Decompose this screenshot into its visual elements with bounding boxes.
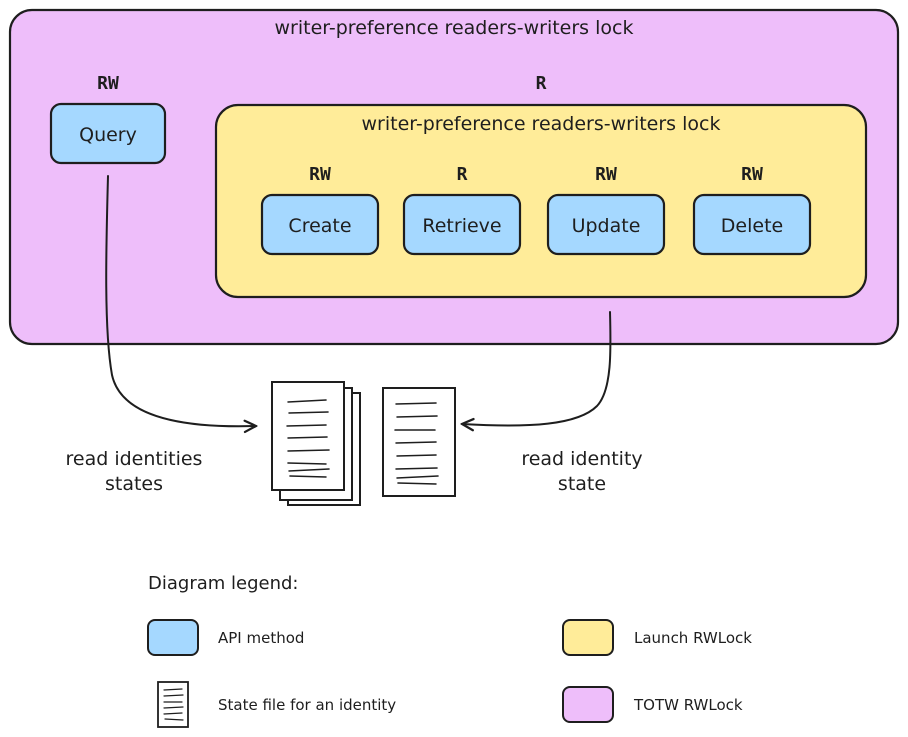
update-button[interactable]: Update: [546, 193, 666, 256]
create-access-label: RW: [309, 164, 331, 185]
retrieve-access-label: R: [457, 164, 468, 185]
delete-access-label: RW: [741, 164, 763, 185]
legend-api-label: API method: [218, 629, 304, 647]
read-identity-label-line1: read identity: [521, 448, 642, 470]
query-button[interactable]: Query: [49, 102, 167, 165]
query-access-label: RW: [97, 73, 119, 94]
read-identities-label-line1: read identities: [66, 448, 203, 470]
create-button[interactable]: Create: [260, 193, 380, 256]
query-to-states-arrow: [105, 175, 256, 426]
legend-launch-swatch: [562, 619, 614, 656]
query-button-label: Query: [79, 124, 137, 146]
retrieve-button-label: Retrieve: [422, 215, 501, 237]
read-identities-label-line2: states: [105, 473, 163, 495]
legend-api-swatch: [147, 619, 199, 656]
single-state-file-icon: [382, 387, 456, 497]
update-access-label: RW: [595, 164, 617, 185]
outer-lock-title: writer-preference readers-writers lock: [275, 17, 634, 39]
legend-state-file-label: State file for an identity: [218, 696, 396, 714]
stacked-state-files-icon: [271, 381, 361, 506]
inner-lock-title: writer-preference readers-writers lock: [362, 113, 721, 135]
read-identity-label-line2: state: [558, 473, 606, 495]
legend-state-file-icon: [157, 681, 189, 728]
delete-button-label: Delete: [721, 215, 783, 237]
update-button-label: Update: [572, 215, 641, 237]
diagram-legend: Diagram legend: API method State file fo…: [147, 573, 752, 728]
delete-button[interactable]: Delete: [692, 193, 812, 256]
update-to-state-arrow: [462, 311, 612, 426]
create-button-label: Create: [288, 215, 351, 237]
legend-totw-swatch: [562, 686, 614, 723]
legend-launch-label: Launch RWLock: [634, 629, 752, 647]
inner-access-label: R: [536, 73, 547, 94]
legend-title: Diagram legend:: [148, 573, 298, 594]
legend-totw-label: TOTW RWLock: [633, 696, 743, 714]
retrieve-button[interactable]: Retrieve: [402, 193, 522, 256]
